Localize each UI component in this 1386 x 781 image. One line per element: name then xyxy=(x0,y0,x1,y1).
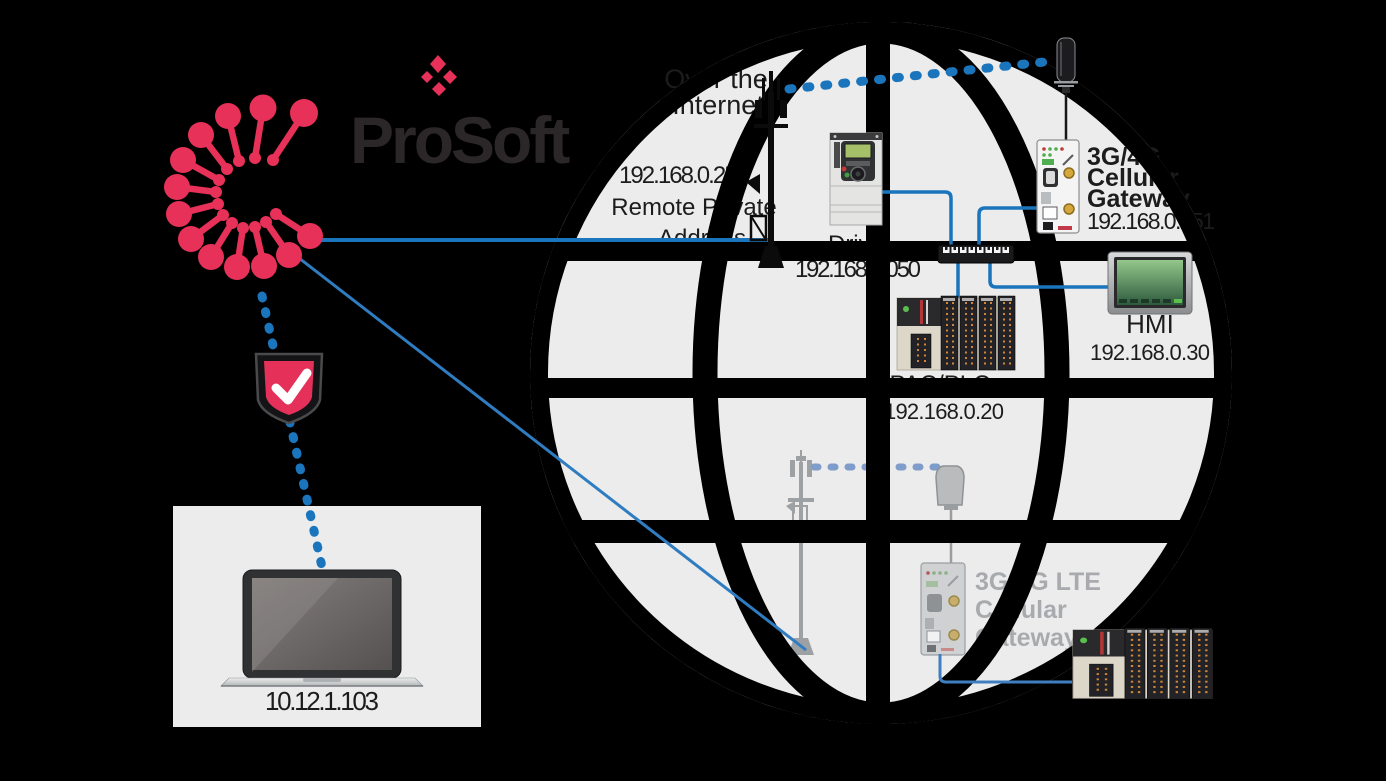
connect-spiral-icon xyxy=(164,94,323,280)
remote-plc-device xyxy=(1071,626,1214,700)
cell-tower-icon xyxy=(746,71,788,268)
remote-gateway-label-line1: 3G/4G LTE xyxy=(975,568,1101,596)
plc-device xyxy=(896,295,1016,371)
plc-ip: 192.168.0.20 xyxy=(884,399,1004,424)
ethernet-switch-device xyxy=(937,244,1015,264)
link-switch-to-hmi xyxy=(988,262,1108,289)
link-gateway-to-switch xyxy=(977,206,1037,245)
connection-lines xyxy=(257,56,1108,684)
globe-text-layer: Over the Internet 192.168.0.251 Remote P… xyxy=(611,64,1215,424)
security-shield-icon xyxy=(254,352,324,425)
globe-ring xyxy=(530,22,1232,724)
hmi-ip: 192.168.0.30 xyxy=(1090,340,1210,365)
hmi-device xyxy=(1107,251,1193,315)
antenna-icon xyxy=(1054,37,1078,93)
laptop-ip: 10.12.1.103 xyxy=(265,686,379,716)
link-spiral-to-remote-tower xyxy=(294,253,807,652)
prosoft-diamond-icon xyxy=(421,55,457,96)
cellular-gateway-device xyxy=(1036,139,1080,234)
link-drive-to-switch xyxy=(882,190,953,245)
drive-device xyxy=(829,132,883,226)
prosoft-logo-text: ProSoft xyxy=(350,103,570,177)
laptop xyxy=(220,569,424,687)
remote-address-line2: Remote Private xyxy=(611,194,776,221)
wireless-dashed-link-top xyxy=(784,56,1059,94)
dotted-link-to-laptop xyxy=(257,291,327,572)
remote-gateway-device xyxy=(920,562,966,656)
link-remote-gateway-to-plc xyxy=(938,654,1072,684)
